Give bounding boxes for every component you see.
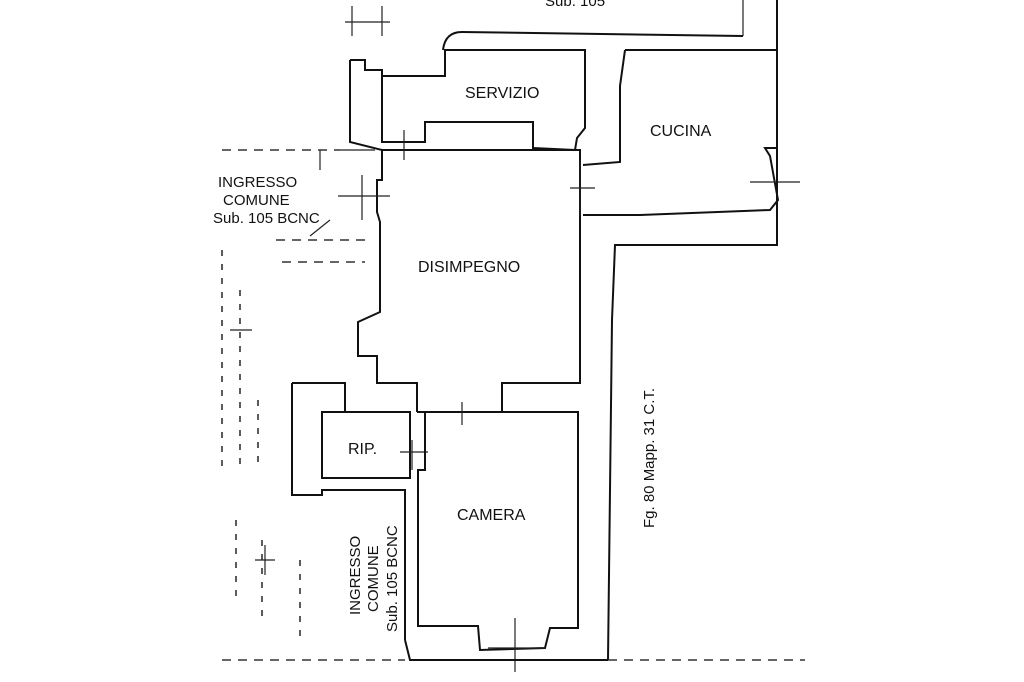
west-dashed-zone — [221, 149, 805, 661]
disimpegno-west-wall — [357, 150, 418, 412]
camera-south-wall — [404, 639, 608, 661]
ingresso-bottom-line2: COMUNE — [365, 545, 382, 612]
west-lower-wall — [291, 383, 406, 640]
rip-walls — [292, 382, 411, 479]
cucina-west-wall — [582, 49, 626, 166]
ingresso-bottom-line1: INGRESSO — [347, 536, 364, 615]
top-sub-label: Sub. 105 — [545, 0, 605, 10]
servizio-walls — [350, 49, 586, 151]
ingresso-top-line3: Sub. 105 BCNC — [213, 210, 320, 227]
ingresso-bottom-line3: Sub. 105 BCNC — [384, 525, 401, 632]
camera-walls — [417, 411, 579, 652]
ingresso-top-line1: INGRESSO — [218, 174, 297, 191]
camera-label: CAMERA — [457, 507, 526, 524]
disimpegno-label: DISIMPEGNO — [418, 259, 520, 276]
rip-label: RIP. — [348, 441, 377, 458]
east-outer-wall — [607, 0, 778, 661]
cucina-label: CUCINA — [650, 123, 712, 140]
ingresso-top-line2: COMUNE — [223, 192, 290, 209]
servizio-label: SERVIZIO — [465, 85, 539, 102]
servizio-inner-wall — [381, 76, 576, 151]
mapp-label: Fg. 80 Mapp. 31 C.T. — [641, 388, 658, 528]
disimpegno-walls — [349, 60, 581, 412]
top-outer-wall — [442, 30, 744, 51]
